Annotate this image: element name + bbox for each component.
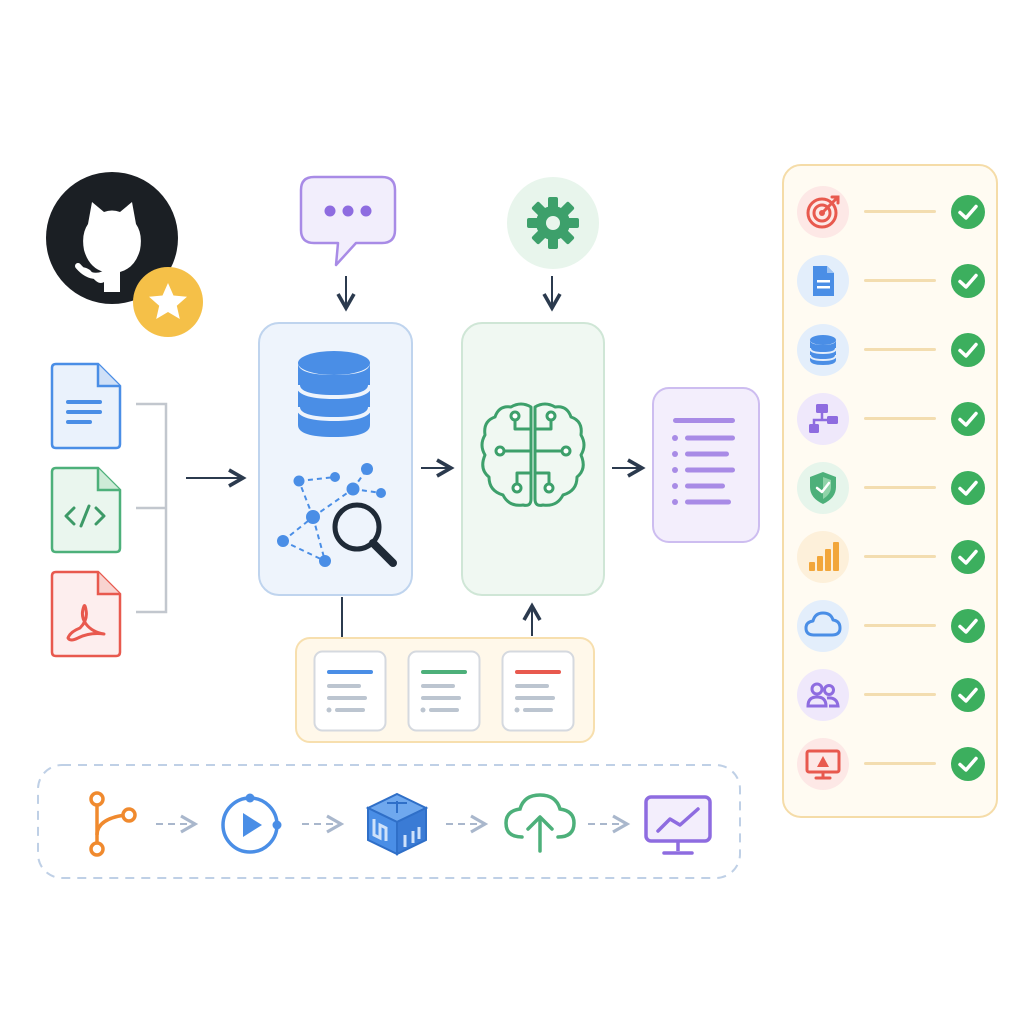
file-icon	[797, 255, 849, 307]
report-list-icon	[672, 418, 735, 505]
check-icon	[951, 402, 985, 436]
check-icon	[951, 540, 985, 574]
check-icon	[951, 195, 985, 229]
row-divider	[864, 279, 936, 282]
cloud-upload-icon[interactable]	[502, 791, 578, 855]
row-divider	[864, 693, 936, 696]
model-panel-box	[461, 322, 605, 596]
source-bracket	[136, 402, 168, 614]
checklist-row[interactable]	[796, 254, 986, 308]
source-file-code[interactable]	[48, 464, 124, 556]
red-note-card-icon[interactable]	[501, 650, 575, 732]
output-card-box	[652, 387, 760, 543]
check-icon	[951, 678, 985, 712]
prompt-node[interactable]	[298, 174, 398, 270]
pdf-icon	[50, 570, 122, 658]
check-icon	[951, 333, 985, 367]
knowledge-graph-search-icon	[277, 463, 397, 567]
database-icon	[296, 351, 372, 437]
blue-note-card-icon[interactable]	[313, 650, 387, 732]
output-card[interactable]	[653, 388, 759, 542]
checklist-row[interactable]	[796, 461, 986, 515]
row-divider	[864, 348, 936, 351]
monitor-chart-icon[interactable]	[642, 793, 714, 859]
row-divider	[864, 210, 936, 213]
source-file-pdf[interactable]	[48, 568, 124, 660]
github-icon	[46, 172, 178, 304]
memory-tray	[296, 638, 594, 742]
git-branch-icon[interactable]	[83, 791, 139, 857]
database-icon	[797, 324, 849, 376]
row-divider	[864, 417, 936, 420]
checklist-row[interactable]	[796, 323, 986, 377]
row-divider	[864, 624, 936, 627]
container-cube-icon[interactable]	[365, 791, 429, 857]
checklist-row[interactable]	[796, 392, 986, 446]
check-icon	[951, 609, 985, 643]
checklist-row[interactable]	[796, 185, 986, 239]
play-cycle-icon[interactable]	[214, 789, 286, 861]
check-icon	[951, 264, 985, 298]
target-icon	[797, 186, 849, 238]
shield-icon	[797, 462, 849, 514]
check-icon	[951, 747, 985, 781]
model-panel[interactable]	[462, 323, 604, 595]
check-icon	[951, 471, 985, 505]
document-icon	[50, 362, 122, 450]
row-divider	[864, 762, 936, 765]
retrieval-panel[interactable]	[259, 323, 412, 595]
gear-icon	[507, 177, 599, 269]
star-icon	[133, 267, 203, 337]
checklist-row[interactable]	[796, 599, 986, 653]
row-divider	[864, 555, 936, 558]
brain-circuit-icon	[480, 402, 586, 507]
flowchart-icon	[797, 393, 849, 445]
pipeline	[38, 765, 740, 878]
cloud-icon	[797, 600, 849, 652]
users-icon	[797, 669, 849, 721]
checklist-row[interactable]	[796, 530, 986, 584]
code-file-icon	[50, 466, 122, 554]
chat-bubble-icon	[299, 175, 397, 267]
checklist-row[interactable]	[796, 737, 986, 791]
monitor-alert-icon	[797, 738, 849, 790]
source-file-document[interactable]	[48, 360, 124, 452]
repo-node[interactable]	[40, 170, 210, 340]
green-note-card-icon[interactable]	[407, 650, 481, 732]
bar-chart-icon	[797, 531, 849, 583]
row-divider	[864, 486, 936, 489]
checklist-row[interactable]	[796, 668, 986, 722]
config-node[interactable]	[506, 176, 600, 270]
pipeline-container	[37, 764, 741, 879]
